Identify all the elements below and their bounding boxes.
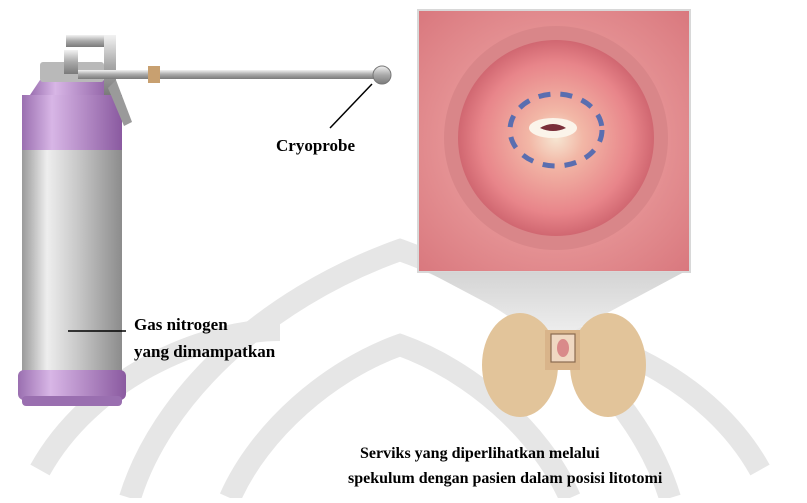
caption-line2: spekulum dengan pasien dalam posisi lito… [348, 470, 662, 488]
magnification-funnel [428, 272, 684, 334]
cervix-magnified-view [418, 10, 690, 272]
gas-label-line2: yang dimampatkan [134, 342, 275, 362]
nitrogen-cylinder [18, 62, 126, 406]
cryoprobe-leader [330, 84, 372, 128]
caption-line1: Serviks yang diperlihatkan melalui [360, 445, 600, 463]
cryoprobe-label: Cryoprobe [276, 136, 355, 156]
gas-label-line1: Gas nitrogen [134, 315, 228, 335]
cryoprobe-tube [78, 66, 391, 84]
